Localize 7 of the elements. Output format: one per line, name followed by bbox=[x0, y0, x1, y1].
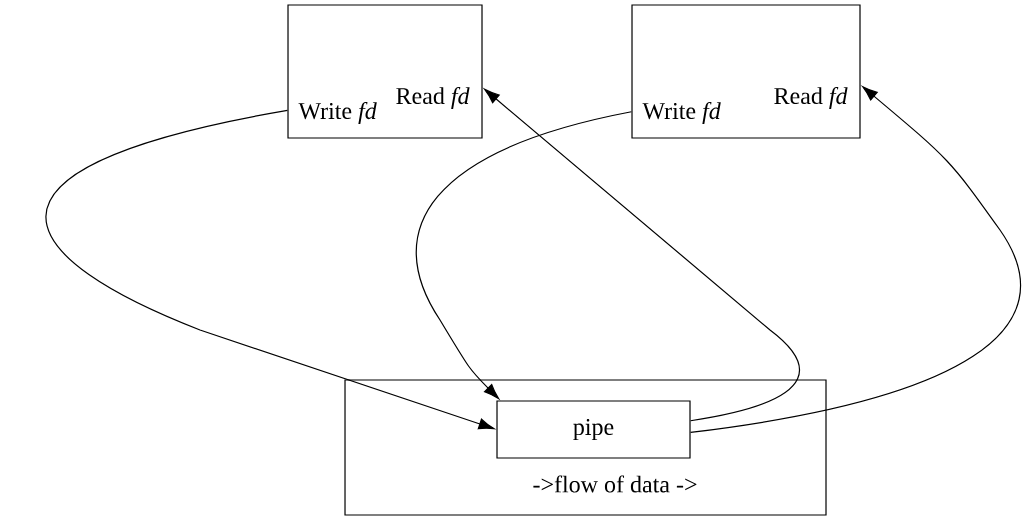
arrow bbox=[690, 86, 1021, 433]
arrow bbox=[415, 111, 632, 400]
process-box: Read fd Write fd bbox=[287, 4, 483, 139]
arrow bbox=[45, 109, 495, 430]
pipe-box: pipe bbox=[496, 400, 691, 459]
process-box: Read fd Write fd bbox=[631, 4, 861, 139]
arrow bbox=[484, 88, 801, 422]
